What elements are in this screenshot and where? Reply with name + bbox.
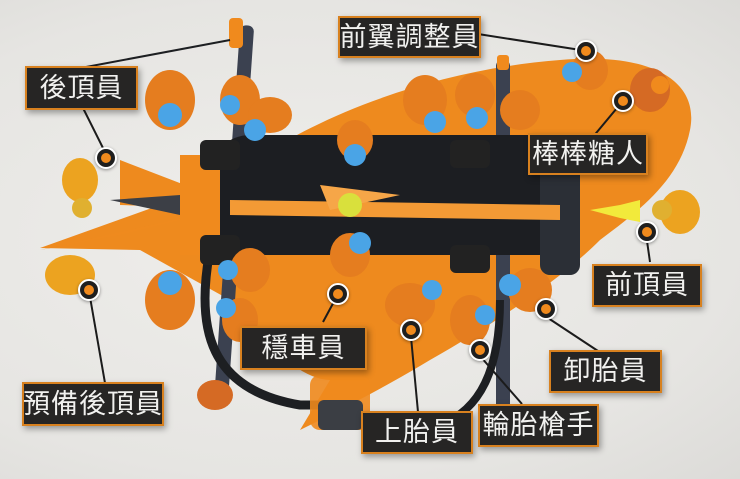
marker-lollipop-man[interactable]: [612, 90, 634, 112]
marker-wheel-gunner[interactable]: [469, 339, 491, 361]
marker-spare-rear-jack[interactable]: [78, 279, 100, 301]
label-tyre-off: 卸胎員: [549, 350, 662, 393]
marker-tyre-off[interactable]: [535, 298, 557, 320]
marker-stabilizer[interactable]: [327, 283, 349, 305]
label-front-jack: 前頂員: [592, 264, 702, 307]
marker-rear-jack[interactable]: [95, 147, 117, 169]
marker-tyre-on[interactable]: [400, 319, 422, 341]
marker-front-jack[interactable]: [636, 221, 658, 243]
label-stabilizer: 穩車員: [240, 326, 367, 370]
label-spare-rear-jack: 預備後頂員: [22, 382, 164, 426]
race-car: [110, 135, 640, 275]
label-front-wing-adjuster: 前翼調整員: [338, 16, 481, 58]
marker-front-wing-adjuster[interactable]: [575, 40, 597, 62]
label-tyre-on: 上胎員: [361, 411, 473, 454]
label-wheel-gunner: 輪胎槍手: [478, 404, 599, 447]
label-lollipop-man: 棒棒糖人: [528, 133, 648, 175]
crew-members: [45, 50, 700, 430]
label-rear-jack: 後頂員: [25, 66, 138, 110]
leader-lines: [82, 33, 651, 413]
